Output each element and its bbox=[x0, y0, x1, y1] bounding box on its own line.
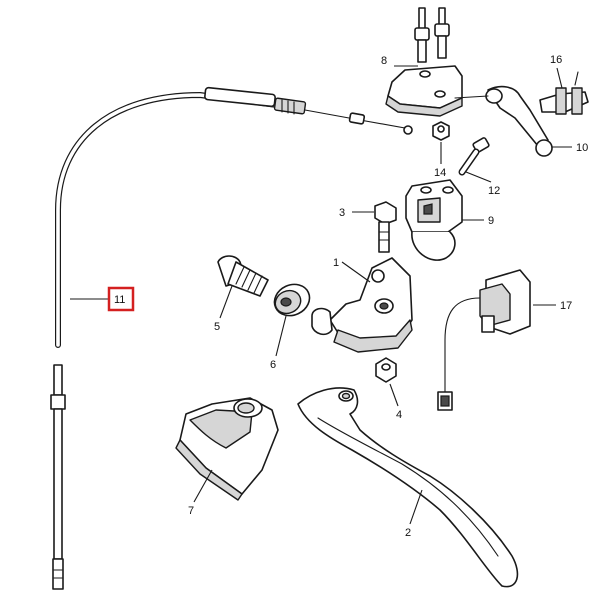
part-11-clutch-cable[interactable] bbox=[50, 86, 413, 590]
callout-10[interactable]: 10 bbox=[576, 142, 588, 154]
callout-1[interactable]: 1 bbox=[333, 257, 339, 269]
leader-lines bbox=[70, 65, 572, 525]
callout-7[interactable]: 7 bbox=[188, 505, 194, 517]
part-2-clutch-lever[interactable] bbox=[297, 387, 519, 588]
callout-14[interactable]: 14 bbox=[434, 167, 446, 179]
part-1-lever-holder[interactable] bbox=[311, 257, 413, 353]
part-14-nut[interactable] bbox=[432, 121, 450, 141]
part-8-holder-bolts[interactable] bbox=[385, 7, 463, 117]
part-4-nut[interactable] bbox=[375, 357, 397, 383]
callout-11[interactable]: 11 bbox=[114, 294, 125, 306]
part-12-bolt[interactable] bbox=[458, 137, 490, 176]
callout-11-highlight-box bbox=[107, 286, 135, 312]
part-3-pivot-bolt[interactable] bbox=[374, 201, 397, 253]
part-5-adjuster-bolt[interactable] bbox=[217, 255, 269, 297]
part-9-holder-bracket[interactable] bbox=[405, 179, 463, 261]
callout-17[interactable]: 17 bbox=[560, 300, 572, 312]
callout-2[interactable]: 2 bbox=[405, 527, 411, 539]
callout-8[interactable]: 8 bbox=[381, 55, 387, 67]
part-6-adjuster-nut[interactable] bbox=[269, 279, 314, 321]
part-16-mirror-mount[interactable] bbox=[539, 71, 589, 115]
part-10-lever-end[interactable] bbox=[454, 85, 553, 157]
callout-16[interactable]: 16 bbox=[550, 54, 562, 66]
part-7-lever-boot[interactable] bbox=[175, 397, 279, 501]
callout-labels: 1 2 3 4 5 6 7 8 9 10 11 12 14 16 17 bbox=[114, 54, 588, 539]
callout-9[interactable]: 9 bbox=[488, 215, 494, 227]
callout-5[interactable]: 5 bbox=[214, 321, 220, 333]
callout-6[interactable]: 6 bbox=[270, 359, 276, 371]
callout-12[interactable]: 12 bbox=[488, 185, 500, 197]
part-17-switch[interactable] bbox=[437, 269, 531, 411]
callout-3[interactable]: 3 bbox=[339, 207, 345, 219]
callout-4[interactable]: 4 bbox=[396, 409, 402, 421]
